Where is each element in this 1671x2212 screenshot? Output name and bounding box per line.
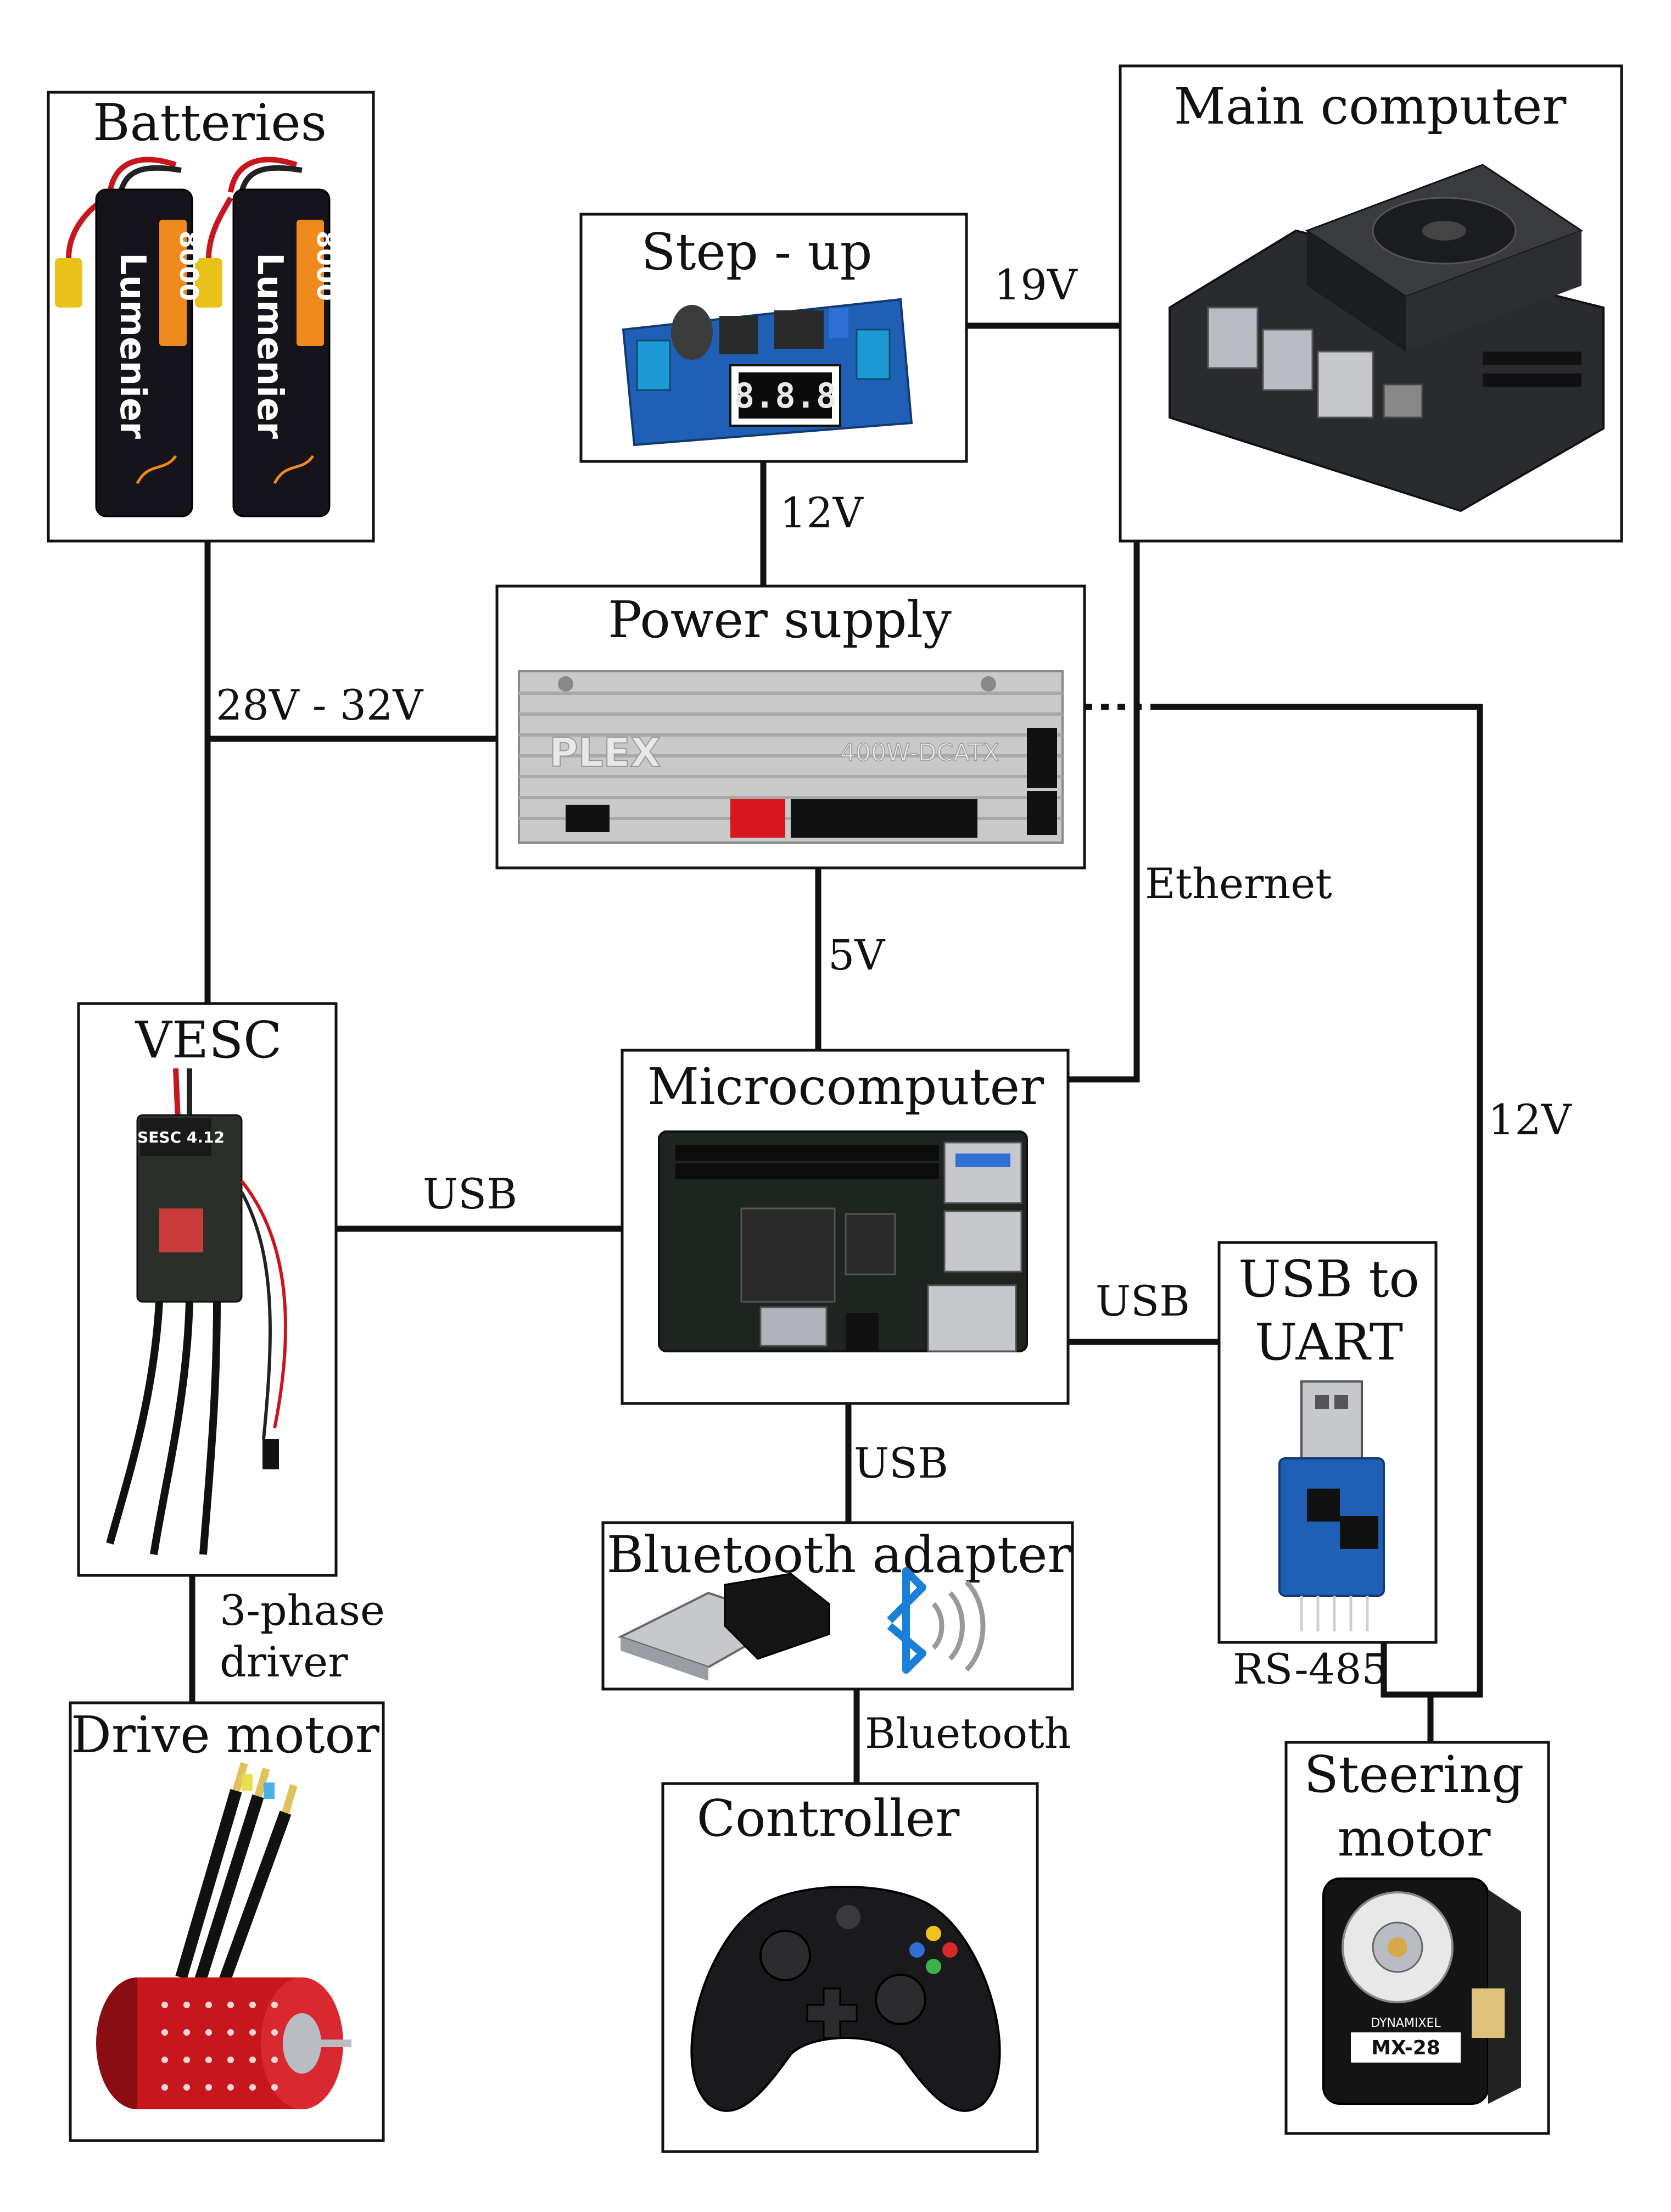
drive-motor-title: Drive motor [71,1706,379,1764]
steering-motor-title-line2: motor [1338,1809,1491,1868]
servo-model: MX-28 [1371,2037,1440,2059]
label-3-phase: 3-phase [220,1586,385,1635]
battery-2-capacity: 8000 [311,231,341,301]
battery-1-brand: Lumenier [112,253,153,439]
label-driver: driver [220,1637,348,1686]
usb-port-icon [945,1143,1021,1203]
label-usb-bt: USB [854,1439,948,1487]
label-28v-32v: 28V - 32V [216,681,423,729]
microcomputer-image [659,1132,1027,1351]
microcomputer-title: Microcomputer [647,1057,1044,1116]
step-up-title: Step - up [641,222,872,281]
vesc-title: VESC [135,1011,282,1069]
psu-model: 400W-DCATX [840,739,999,767]
left-stick-icon [761,1931,810,1980]
vesc-model: FSESC 4.12 [127,1128,225,1146]
psu-brand: PLEX [549,729,661,776]
label-ethernet: Ethernet [1145,859,1332,908]
label-12v-steering: 12V [1488,1095,1572,1144]
label-19v: 19V [994,260,1078,309]
wire-uart-steering [1384,1642,1430,1695]
usb-to-uart-title-line1: USB to [1238,1250,1419,1308]
label-usb-vesc: USB [423,1169,517,1218]
label-usb-uart: USB [1096,1277,1190,1325]
power-supply-image: PLEX 400W-DCATX [519,671,1063,843]
servo-brand: DYNAMIXEL [1371,2016,1441,2030]
power-supply-title: Power supply [608,590,952,649]
step-up-display-digits: 8.8.8 [734,376,837,416]
label-rs485: RS-485 [1233,1645,1388,1693]
steering-motor-title-line1: Steering [1304,1745,1524,1804]
main-computer-title: Main computer [1174,77,1567,136]
label-5v: 5V [828,931,885,979]
battery-2-brand: Lumenier [249,253,290,439]
battery-1-capacity: 8000 [174,231,204,301]
batteries-title: Batteries [93,93,327,152]
steering-motor-image: DYNAMIXEL MX-28 [1323,1879,1521,2104]
controller-title: Controller [697,1789,960,1848]
label-bluetooth: Bluetooth [865,1709,1071,1758]
bluetooth-adapter-title: Bluetooth adapter [607,1525,1072,1584]
label-12v-stepup: 12V [780,488,864,537]
usb-to-uart-title-line2: UART [1255,1313,1403,1372]
right-stick-icon [876,1975,925,2024]
